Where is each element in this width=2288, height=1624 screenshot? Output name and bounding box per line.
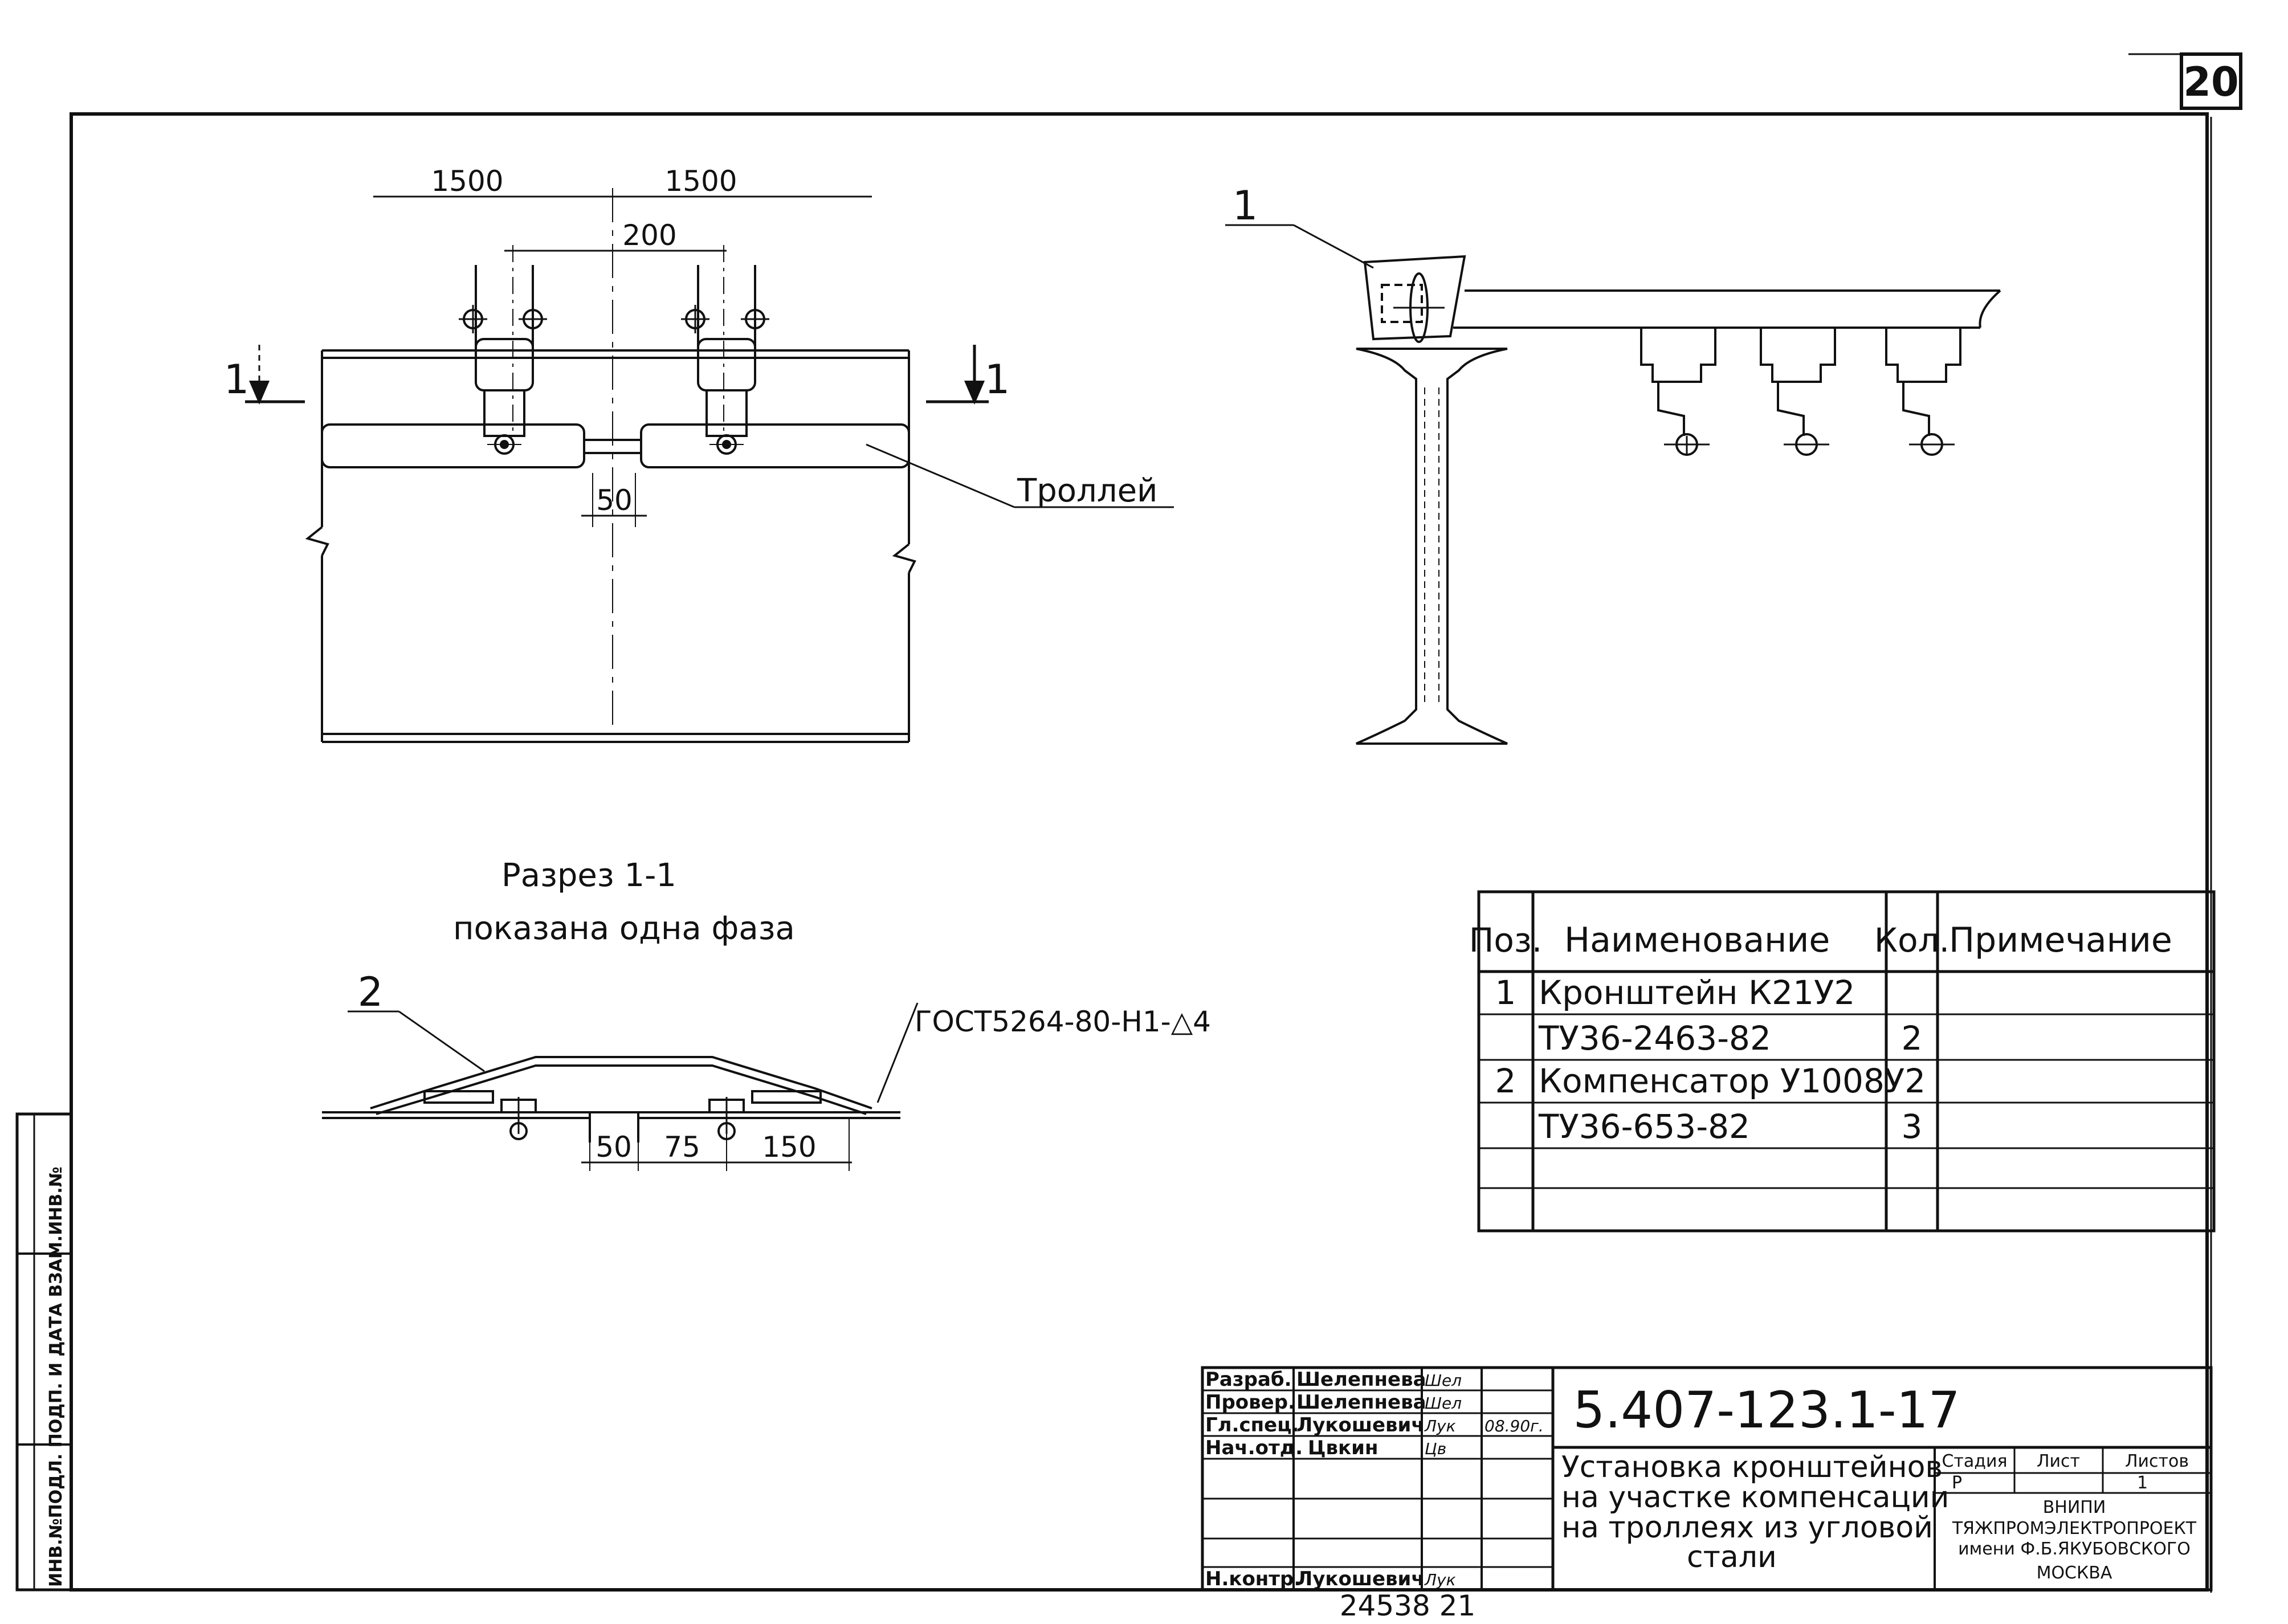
spec-row-3-pos: 2 bbox=[1495, 1062, 1516, 1100]
name-norm-control: Лукошевич bbox=[1296, 1568, 1425, 1590]
gost-label: ГОСТ5264-80-Н1-△4 bbox=[915, 1005, 1211, 1038]
sheets-label: Листов bbox=[2125, 1451, 2189, 1471]
doc-title-line-1: Установка кронштейнов bbox=[1561, 1450, 1943, 1484]
side-stamp-text: ИНВ.№ПОДЛ. ПОДП. И ДАТА ВЗАМ.ИНВ.№ bbox=[46, 1166, 66, 1587]
name-chief-specialist: Лукошевич bbox=[1296, 1414, 1425, 1437]
title-block bbox=[1201, 1366, 2213, 1592]
section-title: Разрез 1-1 bbox=[501, 857, 676, 894]
dim-section-c: 150 bbox=[762, 1131, 816, 1164]
section-view bbox=[322, 1002, 919, 1171]
section-pos-label: 2 bbox=[358, 969, 384, 1015]
name-checker: Шелепнева bbox=[1296, 1391, 1426, 1414]
role-norm-control: Н.контр. bbox=[1205, 1568, 1301, 1590]
sheet-label: Лист bbox=[2037, 1451, 2080, 1471]
dim-plan-gap: 50 bbox=[596, 484, 633, 517]
page-number: 20 bbox=[2183, 59, 2238, 105]
side-view-pos-label: 1 bbox=[1233, 182, 1258, 229]
sign-developer: Шел bbox=[1425, 1371, 1462, 1390]
side-view bbox=[1225, 224, 2001, 745]
doc-title-line-4: стали bbox=[1687, 1540, 1777, 1574]
spec-header-name: Наименование bbox=[1564, 920, 1830, 960]
org-line-2: ТЯЖПРОМЭЛЕКТРОПРОЕКТ bbox=[1952, 1519, 2197, 1539]
date-chief-specialist: 08.90г. bbox=[1484, 1417, 1544, 1435]
spec-row-2-qty: 2 bbox=[1902, 1019, 1923, 1058]
section-mark-right: 1 bbox=[985, 356, 1010, 403]
org-line-3: имени Ф.Б.ЯКУБОВСКОГО bbox=[1958, 1539, 2191, 1559]
org-line-4: МОСКВА bbox=[2037, 1563, 2112, 1583]
sign-chief-specialist: Лук bbox=[1424, 1417, 1456, 1435]
spec-row-1-pos: 1 bbox=[1495, 973, 1516, 1012]
spec-row-1-name: Кронштейн К21У2 bbox=[1539, 973, 1855, 1012]
section-subtitle: показана одна фаза bbox=[453, 910, 795, 947]
spec-row-4-qty: 3 bbox=[1902, 1107, 1923, 1146]
dim-section-b: 75 bbox=[664, 1131, 700, 1164]
role-chief-specialist: Гл.спец. bbox=[1205, 1414, 1299, 1437]
role-checker: Провер. bbox=[1205, 1391, 1295, 1414]
spec-header-pos: Поз. bbox=[1469, 921, 1542, 960]
spec-row-4-name: ТУ36-653-82 bbox=[1538, 1107, 1750, 1146]
spec-header-qty: Кол. bbox=[1874, 921, 1950, 960]
section-mark-left: 1 bbox=[224, 356, 250, 403]
spec-header-note: Примечание bbox=[1949, 920, 2172, 960]
name-dept-head: Цвкин bbox=[1308, 1437, 1378, 1459]
bottom-number: 24538 21 bbox=[1340, 1589, 1476, 1622]
doc-title-line-3: на троллеях из угловой bbox=[1561, 1511, 1933, 1545]
sheet-frame bbox=[15, 52, 2242, 1593]
sign-checker: Шел bbox=[1425, 1394, 1462, 1413]
spec-row-2-name: ТУ36-2463-82 bbox=[1538, 1019, 1771, 1058]
doc-title-line-2: на участке компенсации bbox=[1561, 1480, 1949, 1515]
stage-value: Р bbox=[1952, 1473, 1962, 1493]
sheet-value: 1 bbox=[2137, 1473, 2148, 1493]
dim-plan-right: 1500 bbox=[664, 165, 737, 198]
dim-section-a: 50 bbox=[596, 1131, 632, 1164]
role-developer: Разраб. bbox=[1205, 1368, 1292, 1391]
name-developer: Шелепнева bbox=[1296, 1368, 1426, 1391]
sign-norm-control: Лук bbox=[1424, 1570, 1456, 1589]
org-line-1: ВНИПИ bbox=[2043, 1497, 2106, 1517]
spec-table bbox=[1477, 890, 2216, 1233]
plan-view bbox=[245, 188, 1174, 743]
trolley-label: Троллей bbox=[1017, 472, 1157, 509]
role-dept-head: Нач.отд. bbox=[1205, 1437, 1303, 1459]
dim-plan-left: 1500 bbox=[431, 165, 503, 198]
doc-code: 5.407-123.1-17 bbox=[1573, 1381, 1960, 1439]
spec-row-3-name: Компенсатор У1008У2 bbox=[1539, 1062, 1926, 1100]
sign-dept-head: Цв bbox=[1425, 1439, 1446, 1458]
stage-label: Стадия bbox=[1942, 1451, 2007, 1471]
title-block-roles: Разраб. Шелепнева Шел Провер. Шелепнева … bbox=[1205, 1368, 1544, 1590]
dim-plan-center: 200 bbox=[622, 219, 676, 252]
